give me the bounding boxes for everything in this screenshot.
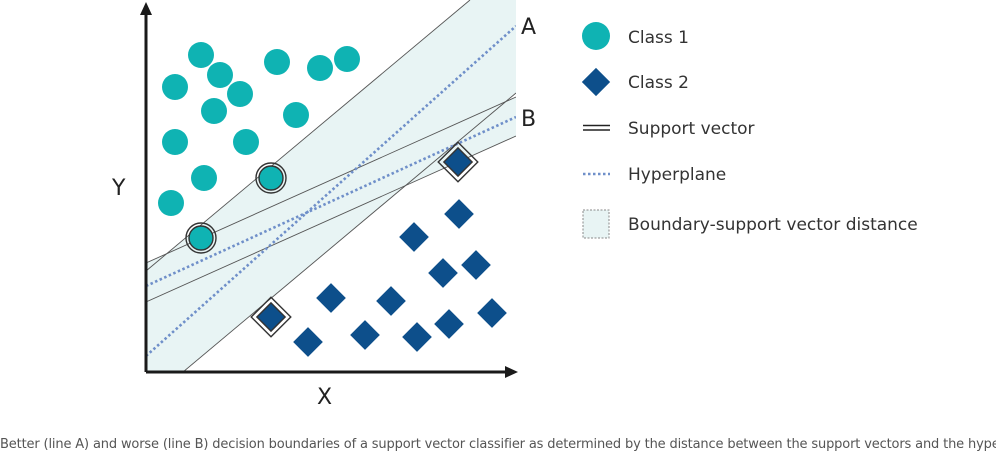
class1-points (158, 42, 360, 216)
class1-point (162, 129, 188, 155)
support-vector-class1 (255, 162, 287, 194)
class2-support-vectors (250, 141, 479, 338)
legend-hyperplane-label: Hyperplane (628, 165, 726, 185)
class1-point (191, 165, 217, 191)
class1-point (158, 190, 184, 216)
class2-point (402, 322, 432, 352)
legend: Class 1 Class 2 Support vector Hyperplan… (581, 22, 918, 239)
legend-support-vector-label: Support vector (628, 119, 755, 139)
support-vector-class2 (250, 296, 292, 338)
class1-point (264, 49, 290, 75)
x-axis-arrow (505, 366, 518, 378)
legend-class2-label: Class 2 (628, 73, 689, 93)
class1-point (162, 74, 188, 100)
class1-point (307, 55, 333, 81)
y-axis-arrow (140, 2, 152, 15)
y-axis-label: Y (111, 176, 126, 201)
class1-point (283, 102, 309, 128)
legend-class1-label: Class 1 (628, 28, 689, 48)
support-vector-class2 (437, 141, 479, 183)
class1-point (227, 81, 253, 107)
class2-point (350, 320, 380, 350)
support-vector-class1 (185, 222, 217, 254)
class1-point (233, 129, 259, 155)
class2-point (428, 258, 458, 288)
margin-bands (146, 0, 516, 372)
class2-point (376, 286, 406, 316)
legend-margin-icon (582, 209, 610, 239)
axes (144, 12, 508, 374)
legend-support-vector-icon (583, 124, 610, 131)
class1-point (334, 46, 360, 72)
class2-point (461, 250, 491, 280)
class2-point (293, 327, 323, 357)
line-b-label: B (521, 107, 536, 132)
class1-point (188, 42, 214, 68)
margin-line-a-lower (182, 92, 516, 372)
class2-point (316, 283, 346, 313)
class2-point (434, 309, 464, 339)
margin-band-b (146, 97, 516, 302)
class2-point (444, 199, 474, 229)
class1-support-vectors (185, 162, 287, 254)
x-axis-label: X (317, 385, 332, 410)
legend-class1-icon (582, 22, 610, 50)
line-a-label: A (521, 15, 536, 40)
class1-point (201, 98, 227, 124)
class2-point (477, 298, 507, 328)
class2-point (399, 222, 429, 252)
legend-class2-icon (581, 67, 611, 97)
legend-margin-label: Boundary-support vector distance (628, 215, 918, 235)
figure-caption: Better (line A) and worse (line B) decis… (0, 437, 996, 452)
class1-point (207, 62, 233, 88)
